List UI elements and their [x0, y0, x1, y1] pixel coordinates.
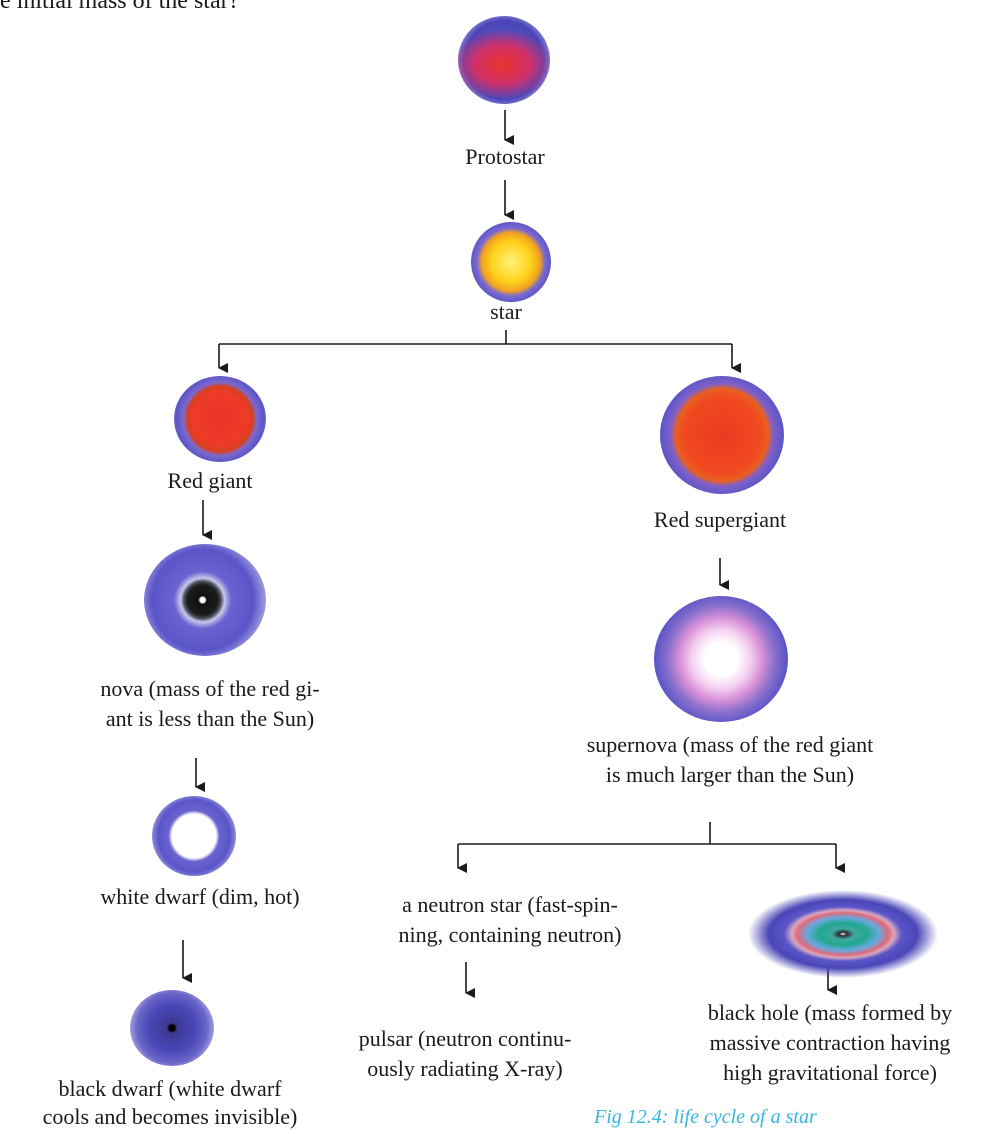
- supernova-label-line1: supernova (mass of the red giant: [545, 730, 915, 760]
- black-hole-label-line2: massive contraction having: [680, 1028, 980, 1058]
- nova-label-line1: nova (mass of the red gi-: [60, 674, 360, 704]
- black-dwarf-label-line2: cools and becomes invisible): [0, 1102, 340, 1132]
- red-supergiant-image: [660, 376, 784, 494]
- black-dwarf-label-line1: black dwarf (white dwarf: [20, 1074, 320, 1104]
- pulsar-label-line2: ously radiating X-ray): [330, 1054, 600, 1084]
- figure-caption: Fig 12.4: life cycle of a star: [594, 1106, 817, 1129]
- supernova-image: [654, 596, 788, 722]
- nova-label-line2: ant is less than the Sun): [60, 704, 360, 734]
- supernova-label-line2: is much larger than the Sun): [545, 760, 915, 790]
- red-giant-image: [174, 376, 266, 462]
- white-dwarf-image: [152, 796, 236, 876]
- pulsar-label-line1: pulsar (neutron continu-: [330, 1024, 600, 1054]
- protostar-label: Protostar: [420, 142, 590, 172]
- star-image: [471, 222, 551, 302]
- red-giant-label: Red giant: [130, 466, 290, 496]
- neutron-star-label-line1: a neutron star (fast-spin-: [360, 890, 660, 920]
- star-label: star: [456, 297, 556, 327]
- red-supergiant-label: Red supergiant: [620, 505, 820, 535]
- black-hole-label-line1: black hole (mass formed by: [680, 998, 980, 1028]
- black-hole-image: [748, 890, 938, 978]
- protostar-image: [458, 16, 550, 104]
- white-dwarf-label: white dwarf (dim, hot): [70, 882, 330, 912]
- black-hole-label-line3: high gravitational force): [680, 1058, 980, 1088]
- neutron-star-label-line2: ning, containing neutron): [360, 920, 660, 950]
- black-dwarf-image: [130, 990, 214, 1066]
- nova-image: [144, 544, 266, 656]
